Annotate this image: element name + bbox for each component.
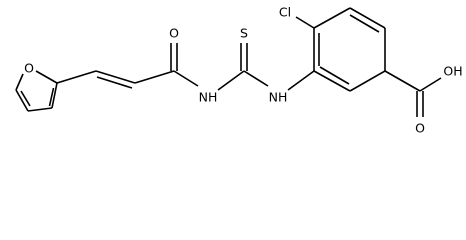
bond-c2-c3 bbox=[51, 82, 58, 109]
benzene-ring bbox=[313, 7, 386, 92]
vinyl-linker bbox=[56, 70, 175, 89]
bond-c-cl bbox=[295, 16, 315, 29]
chemical-structure: O O NH S NH Cl OH O bbox=[15, 5, 463, 136]
bond-o1-c2 bbox=[35, 70, 58, 84]
amide-nh-label: NH bbox=[199, 90, 218, 105]
carboxylic-acid bbox=[384, 70, 442, 117]
bond-b5-b6 bbox=[349, 70, 386, 92]
bond-ring-cooh bbox=[384, 70, 421, 92]
bond-c4-c5 bbox=[15, 89, 29, 112]
furan-oxygen-label: O bbox=[24, 61, 34, 76]
bond-b2-b3 bbox=[313, 7, 351, 29]
bond-c4-c5-double bbox=[20, 90, 31, 107]
thiourea bbox=[217, 43, 315, 91]
bond-b6-b1 bbox=[313, 70, 351, 92]
bond-b3-b4-inner bbox=[349, 14, 380, 33]
bond-c2-c3-double bbox=[48, 87, 55, 107]
furan-ring bbox=[15, 70, 58, 112]
acid-oxygen-label: O bbox=[415, 121, 425, 136]
bond-vinyl-double bbox=[95, 70, 136, 84]
bond-cs-nh bbox=[243, 70, 269, 87]
amide-carbonyl bbox=[170, 43, 199, 87]
bond-b3-b4 bbox=[349, 7, 386, 29]
thiourea-nh-label: NH bbox=[269, 90, 288, 105]
thione-sulfur-label: S bbox=[240, 26, 248, 41]
chlorine-label: Cl bbox=[279, 5, 291, 20]
bond-nh-aryl bbox=[287, 70, 315, 91]
bond-nh-cs bbox=[217, 70, 245, 91]
amide-oxygen-label: O bbox=[169, 26, 179, 41]
acid-hydroxyl-label: OH bbox=[443, 64, 462, 79]
bond-b6-b1-inner bbox=[319, 66, 350, 85]
bond-amide-cn bbox=[173, 70, 199, 87]
bond-c-oh bbox=[419, 77, 442, 92]
bond-furyl-vinyl bbox=[56, 70, 97, 84]
bond-vinyl-double-inner bbox=[96, 76, 133, 89]
bond-c3-c4 bbox=[27, 107, 53, 112]
bond-vinyl-carbonyl bbox=[134, 70, 175, 84]
bond-c5-o1 bbox=[15, 73, 24, 91]
